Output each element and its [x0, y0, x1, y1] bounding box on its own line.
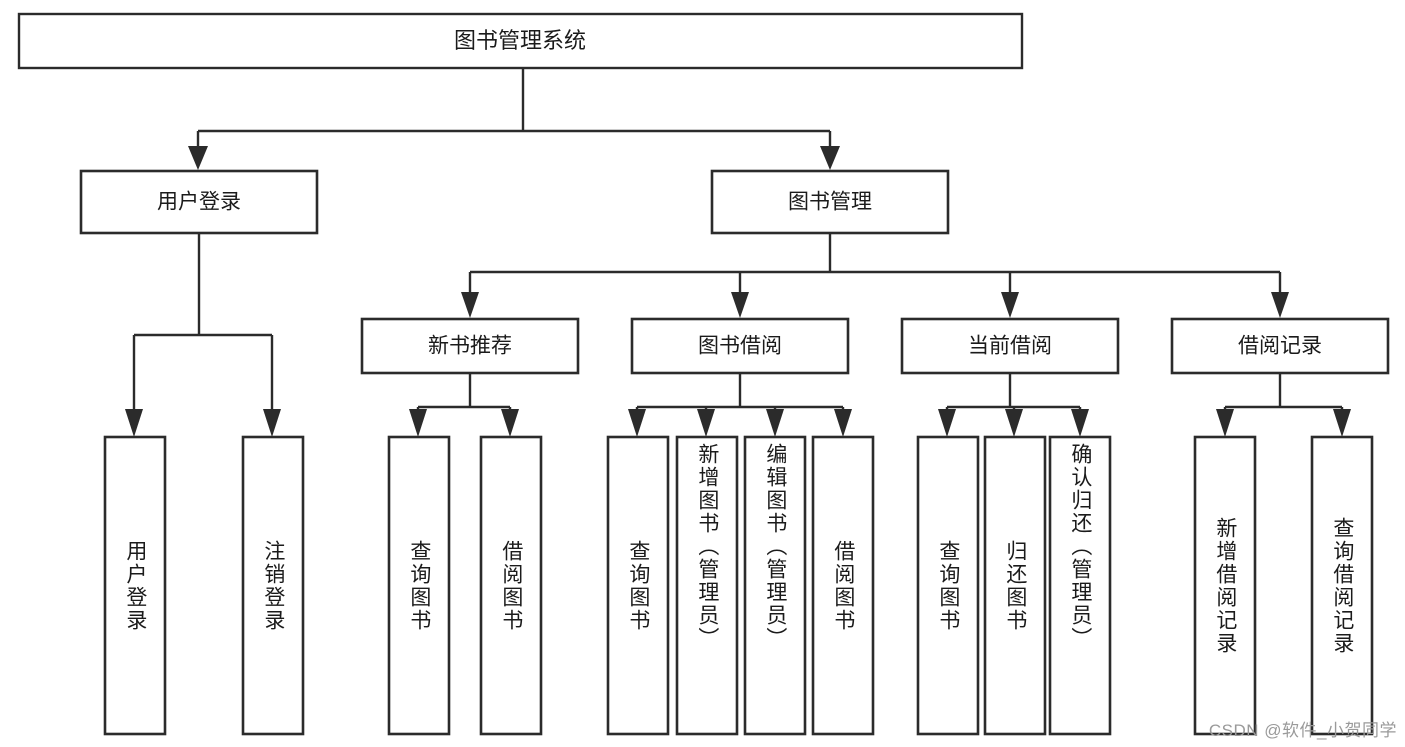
- connector-root-to-level1: [188, 68, 840, 170]
- arrow-head-new-book-leaf-1: [409, 409, 427, 437]
- node-new-book-recommend-rect: [360, 317, 580, 375]
- node-book-manage-label: 图书管理: [788, 191, 872, 214]
- node-user-login[interactable]: 用户登录: [79, 169, 319, 235]
- arrow-head-user-login-leaf-1: [125, 409, 143, 437]
- arrow-head-book-borrow-leaf-3: [766, 409, 784, 437]
- node-borrow-record-label: 借阅记录: [1238, 335, 1322, 358]
- arrow-head-to-borrow-record: [1271, 292, 1289, 318]
- connector-new-book-to-leaves: [409, 373, 519, 437]
- node-root-label: 图书管理系统: [454, 28, 586, 53]
- node-book-manage[interactable]: 图书管理: [710, 169, 950, 235]
- node-root-rect: [17, 12, 1024, 70]
- leaf-boxes-book-borrow: [606, 435, 875, 736]
- connector-book-manage-to-level2: [461, 233, 1289, 318]
- node-borrow-record[interactable]: 借阅记录: [1170, 317, 1390, 375]
- arrow-head-current-borrow-leaf-3: [1071, 409, 1089, 437]
- leaf-box-user-login-2[interactable]: [241, 435, 305, 736]
- leaf-box-user-login-1[interactable]: [103, 435, 167, 736]
- arrow-head-current-borrow-leaf-2: [1005, 409, 1023, 437]
- arrow-head-to-user-login: [188, 146, 208, 170]
- arrow-head-to-new-book: [461, 292, 479, 318]
- node-root[interactable]: 图书管理系统: [17, 12, 1024, 70]
- node-book-borrow[interactable]: 图书借阅: [630, 317, 850, 375]
- arrow-head-borrow-record-leaf-1: [1216, 409, 1234, 437]
- connector-current-borrow-to-leaves: [938, 373, 1089, 437]
- connector-book-borrow-to-leaves: [628, 373, 852, 437]
- node-current-borrow-rect: [900, 317, 1120, 375]
- arrow-head-to-book-borrow: [731, 292, 749, 318]
- leaf-box-borrow-record-1[interactable]: [1193, 435, 1257, 736]
- node-current-borrow-label: 当前借阅: [968, 335, 1052, 358]
- arrow-head-borrow-record-leaf-2: [1333, 409, 1351, 437]
- node-new-book-recommend-label: 新书推荐: [428, 335, 512, 358]
- leaf-boxes-borrow-record: [1193, 435, 1374, 736]
- leaf-boxes-user-login: [103, 435, 305, 736]
- leaf-box-book-borrow-2[interactable]: [675, 435, 739, 736]
- leaf-boxes-new-book-recommend: [387, 435, 543, 736]
- leaf-boxes-current-borrow: [916, 435, 1112, 736]
- node-new-book-recommend[interactable]: 新书推荐: [360, 317, 580, 375]
- arrow-head-book-borrow-leaf-4: [834, 409, 852, 437]
- leaf-box-new-book-2[interactable]: [479, 435, 543, 736]
- leaf-box-current-borrow-1[interactable]: [916, 435, 980, 736]
- leaf-box-current-borrow-2[interactable]: [983, 435, 1047, 736]
- node-borrow-record-rect: [1170, 317, 1390, 375]
- arrow-head-to-current-borrow: [1001, 292, 1019, 318]
- leaf-box-current-borrow-3[interactable]: [1048, 435, 1112, 736]
- node-book-borrow-rect: [630, 317, 850, 375]
- leaf-box-borrow-record-2[interactable]: [1310, 435, 1374, 736]
- leaf-box-new-book-1[interactable]: [387, 435, 451, 736]
- connector-user-login-to-leaves: [125, 233, 281, 437]
- arrow-head-new-book-leaf-2: [501, 409, 519, 437]
- node-user-login-label: 用户登录: [157, 191, 241, 214]
- connector-borrow-record-to-leaves: [1216, 373, 1351, 437]
- arrow-head-book-borrow-leaf-1: [628, 409, 646, 437]
- arrow-head-user-login-leaf-2: [263, 409, 281, 437]
- arrow-head-to-book-manage: [820, 146, 840, 170]
- node-book-manage-rect: [710, 169, 950, 235]
- leaf-box-book-borrow-1[interactable]: [606, 435, 670, 736]
- leaf-box-book-borrow-4[interactable]: [811, 435, 875, 736]
- leaf-box-book-borrow-3[interactable]: [743, 435, 807, 736]
- arrow-head-current-borrow-leaf-1: [938, 409, 956, 437]
- node-current-borrow[interactable]: 当前借阅: [900, 317, 1120, 375]
- watermark-text: CSDN @软件_小贺同学: [1208, 721, 1397, 740]
- node-book-borrow-label: 图书借阅: [698, 335, 782, 358]
- arrow-head-book-borrow-leaf-2: [697, 409, 715, 437]
